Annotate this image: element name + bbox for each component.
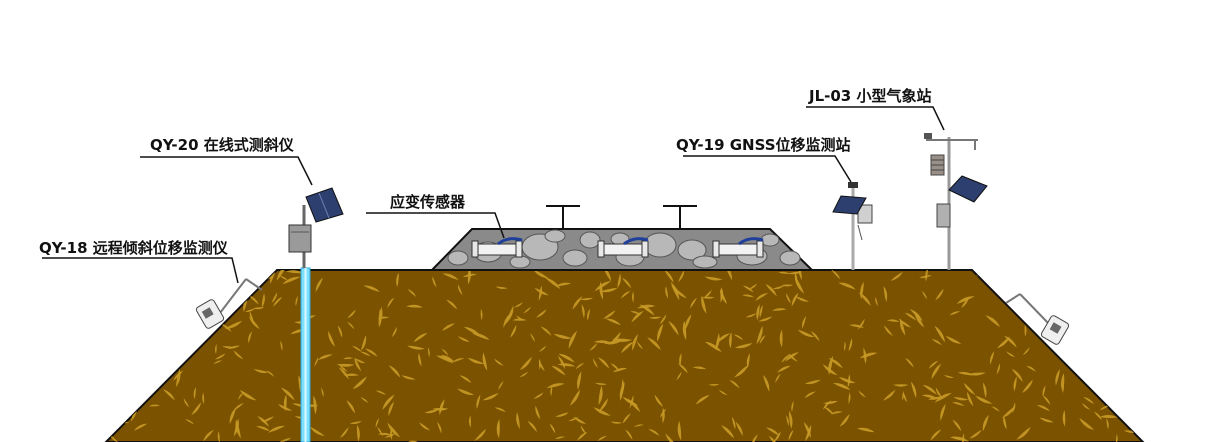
solar-panel-icon <box>832 195 867 215</box>
leader-lines <box>42 106 945 284</box>
rail-left <box>546 205 580 229</box>
label-jl03: JL-03 小型气象站 <box>809 87 932 105</box>
ballast-stones <box>447 229 801 269</box>
qy18-tilt-monitor-left <box>195 278 263 329</box>
label-qy18: QY-18 远程倾斜位移监测仪 <box>39 239 228 257</box>
embankment-body <box>104 269 1145 442</box>
strain-sensor <box>471 237 523 258</box>
solar-panel-icon <box>305 187 344 223</box>
strain-sensor <box>597 237 649 258</box>
strain-sensor <box>712 237 764 258</box>
qy19-gnss-station <box>832 182 873 270</box>
jl03-weather-station <box>924 133 988 270</box>
label-strain-sensor: 应变传感器 <box>390 193 466 211</box>
label-qy19: QY-19 GNSS位移监测站 <box>676 136 851 154</box>
qy18-tilt-monitor-right <box>1005 293 1070 345</box>
solar-panel-icon <box>948 175 988 203</box>
qy20-station <box>288 187 344 268</box>
label-qy20: QY-20 在线式测斜仪 <box>150 136 294 154</box>
rail-right <box>663 205 697 229</box>
